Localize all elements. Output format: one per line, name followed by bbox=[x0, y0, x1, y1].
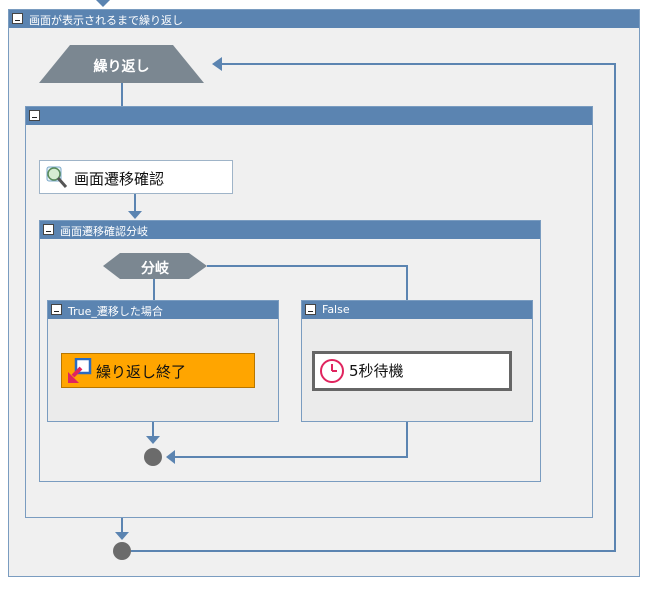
merge-node bbox=[144, 448, 162, 466]
loop-frame-header[interactable]: 画面が表示されるまで繰り返し bbox=[9, 10, 639, 28]
arrow-left-icon bbox=[166, 450, 175, 464]
inner-frame-header[interactable] bbox=[26, 107, 592, 125]
magnifier-icon bbox=[46, 166, 68, 188]
true-branch-header[interactable]: True_遷移した場合 bbox=[48, 301, 278, 319]
arrow-down-icon bbox=[96, 0, 110, 7]
arrow-down-icon bbox=[115, 532, 129, 540]
loop-frame-title: 画面が表示されるまで繰り返し bbox=[29, 14, 183, 27]
collapse-icon[interactable] bbox=[43, 224, 54, 235]
end-loop-action[interactable]: 繰り返し終了 bbox=[61, 353, 255, 388]
branch-frame-title: 画面遷移確認分岐 bbox=[60, 225, 148, 238]
collapse-icon[interactable] bbox=[51, 304, 62, 315]
false-branch-header[interactable]: False bbox=[302, 301, 532, 319]
loop-shape-label: 繰り返し bbox=[93, 59, 150, 75]
loop-exit-icon bbox=[68, 358, 92, 383]
loop-end-node bbox=[113, 542, 131, 560]
branch-frame-header[interactable]: 画面遷移確認分岐 bbox=[40, 221, 540, 239]
check-transition-label: 画面遷移確認 bbox=[74, 170, 165, 188]
check-transition-action[interactable]: 画面遷移確認 bbox=[39, 160, 233, 194]
wait-action[interactable]: 5秒待機 bbox=[312, 351, 512, 391]
collapse-icon[interactable] bbox=[29, 110, 40, 121]
true-branch-title: True_遷移した場合 bbox=[68, 305, 163, 318]
collapse-icon[interactable] bbox=[305, 304, 316, 315]
arrow-left-icon bbox=[212, 57, 222, 71]
branch-shape-label: 分岐 bbox=[141, 261, 169, 277]
clock-icon bbox=[320, 359, 344, 383]
branch-shape[interactable] bbox=[103, 253, 207, 279]
loop-shape[interactable] bbox=[39, 45, 204, 83]
false-branch-title: False bbox=[322, 303, 350, 316]
end-loop-label: 繰り返し終了 bbox=[96, 363, 187, 381]
arrow-down-icon bbox=[128, 211, 142, 219]
collapse-icon[interactable] bbox=[12, 13, 23, 24]
arrow-down-icon bbox=[146, 436, 160, 444]
wait-label: 5秒待機 bbox=[349, 362, 404, 380]
